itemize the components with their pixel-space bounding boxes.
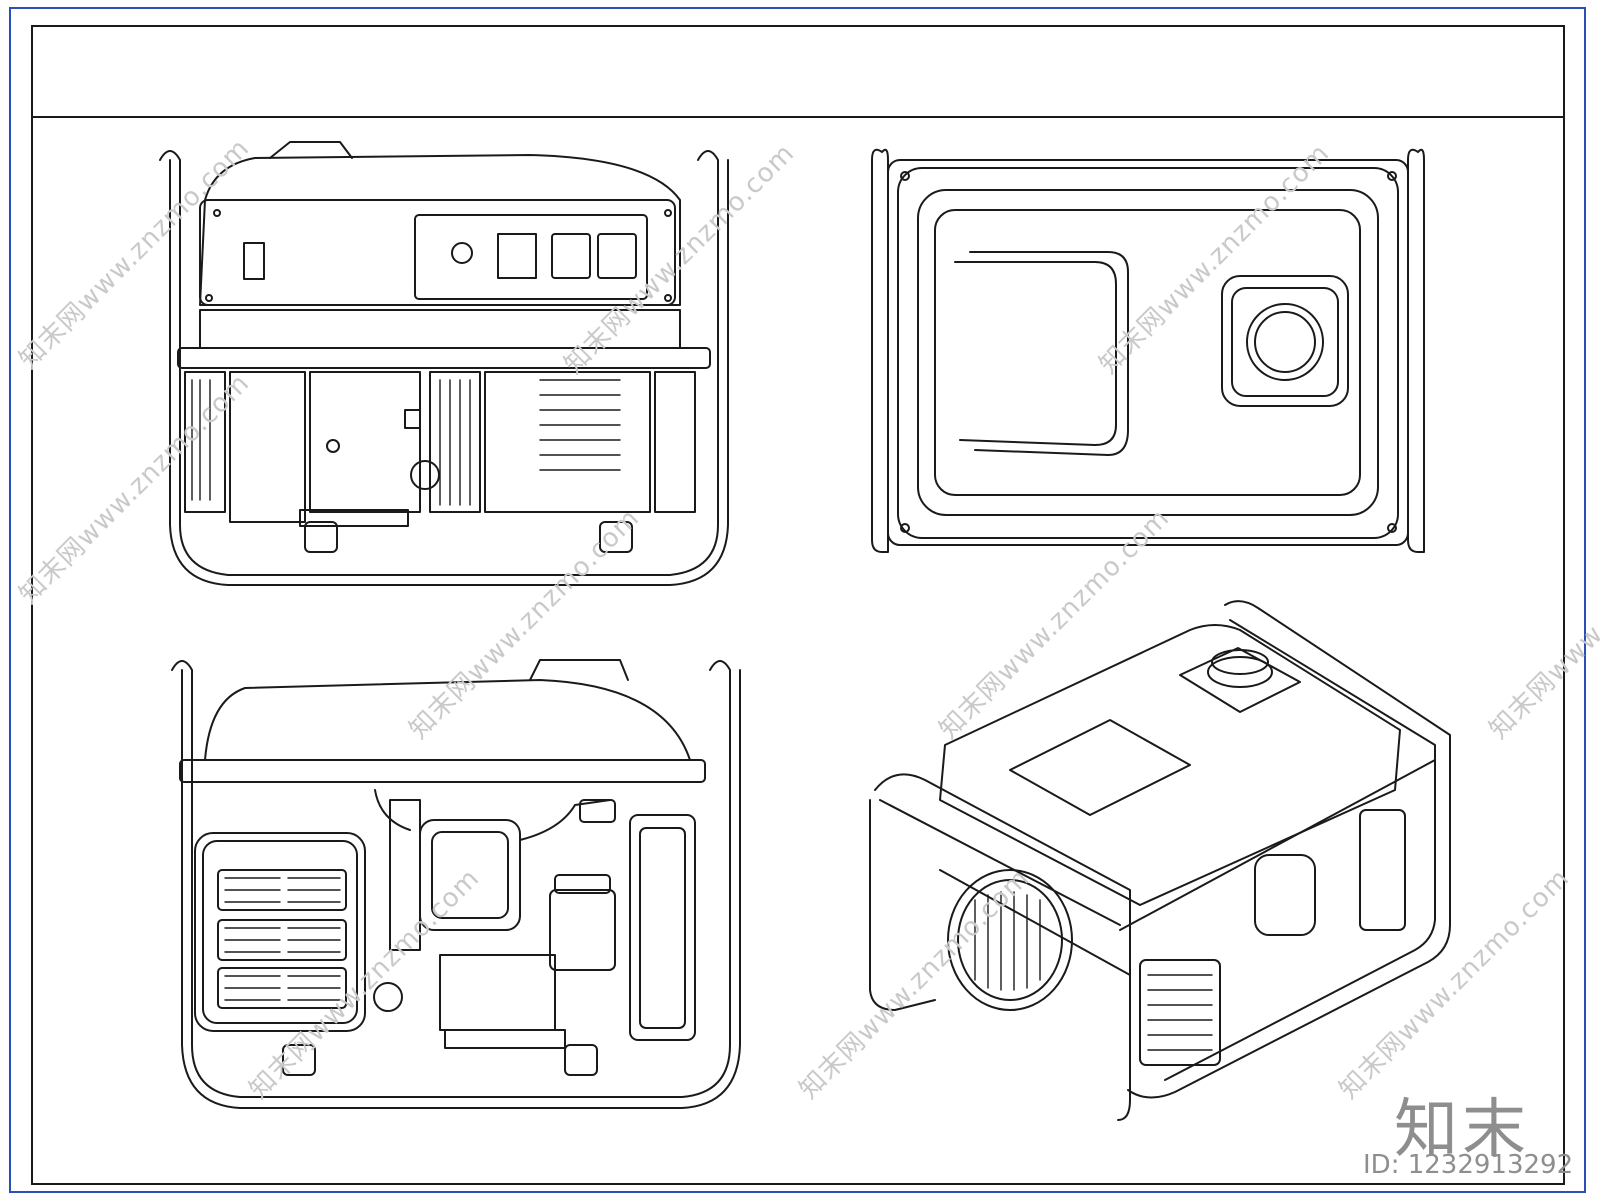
watermark-brand-logo: 知末 <box>1394 1093 1530 1167</box>
sheet-inner-border <box>31 25 1565 1185</box>
svg-text:知末网www.znzmo.com: 知末网www.znzmo.com <box>14 133 256 375</box>
svg-text:知末网www.znzmo.com: 知末网www.znzmo.com <box>1484 503 1600 745</box>
isometric-view <box>869 600 1451 1121</box>
sheet-outer-border <box>9 7 1586 1193</box>
svg-text:知末网www.znzmo.com: 知末网www.znzmo.com <box>794 863 1036 1105</box>
svg-text:知末网www.znzmo.com: 知末网www.znzmo.com <box>1334 863 1576 1105</box>
engine-side-view <box>171 659 741 1109</box>
svg-text:知末网www.znzmo.com: 知末网www.znzmo.com <box>404 503 646 745</box>
image-id-label: ID: 1232913292 <box>1363 1150 1574 1180</box>
svg-text:知末网www.znzmo.com: 知末网www.znzmo.com <box>934 503 1176 745</box>
control-panel-view <box>159 141 729 586</box>
svg-text:知末网www.znzmo.com: 知末网www.znzmo.com <box>1094 138 1336 380</box>
top-view <box>871 148 1425 553</box>
